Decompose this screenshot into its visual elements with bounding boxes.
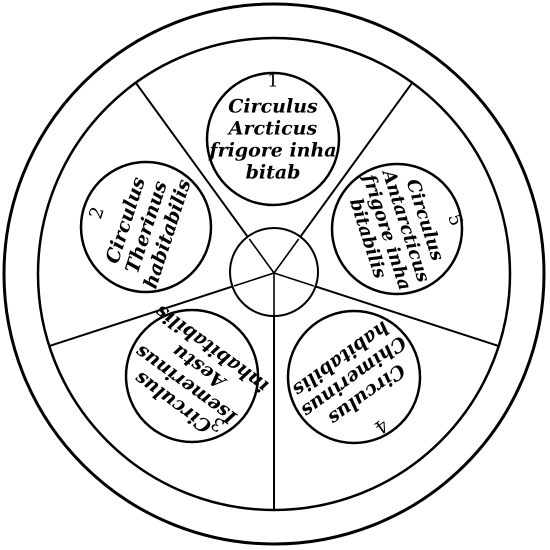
zone-label: CirculusIsemerinusAestuinhabitabilis [112, 300, 273, 450]
hub-line-3 [273, 272, 315, 287]
zone-circle [124, 308, 260, 444]
hub-line-1 [248, 238, 275, 274]
inner-ring-circle [36, 36, 512, 512]
zone-number: 5 [443, 211, 467, 228]
spoke-line-5 [49, 285, 233, 347]
zone-circle [205, 71, 341, 207]
zone-number: 2 [85, 204, 109, 221]
zone-label-line: Circulus [228, 96, 318, 118]
hub-line-5 [233, 272, 275, 287]
spoke-line-1 [134, 81, 249, 238]
spoke-line-3 [315, 285, 499, 347]
spokes [49, 81, 499, 509]
zone-circle [79, 160, 213, 294]
zone-circle [330, 162, 464, 296]
zone-label-line: Arcticus [227, 118, 318, 140]
hub-line-2 [273, 238, 300, 274]
center-hub-circle [229, 227, 319, 317]
zone-label: CirculusTherinushabitabilis [98, 163, 196, 291]
zone-circle [286, 309, 422, 445]
zone-number: 4 [370, 414, 392, 438]
zone-label-line: bitab [246, 162, 301, 184]
spoke-line-2 [299, 81, 414, 238]
zone-label-line: frigore inha [207, 140, 336, 162]
outer-ring-circle [2, 2, 546, 546]
zone-number: 1 [267, 71, 278, 92]
hub-lines [233, 238, 315, 315]
